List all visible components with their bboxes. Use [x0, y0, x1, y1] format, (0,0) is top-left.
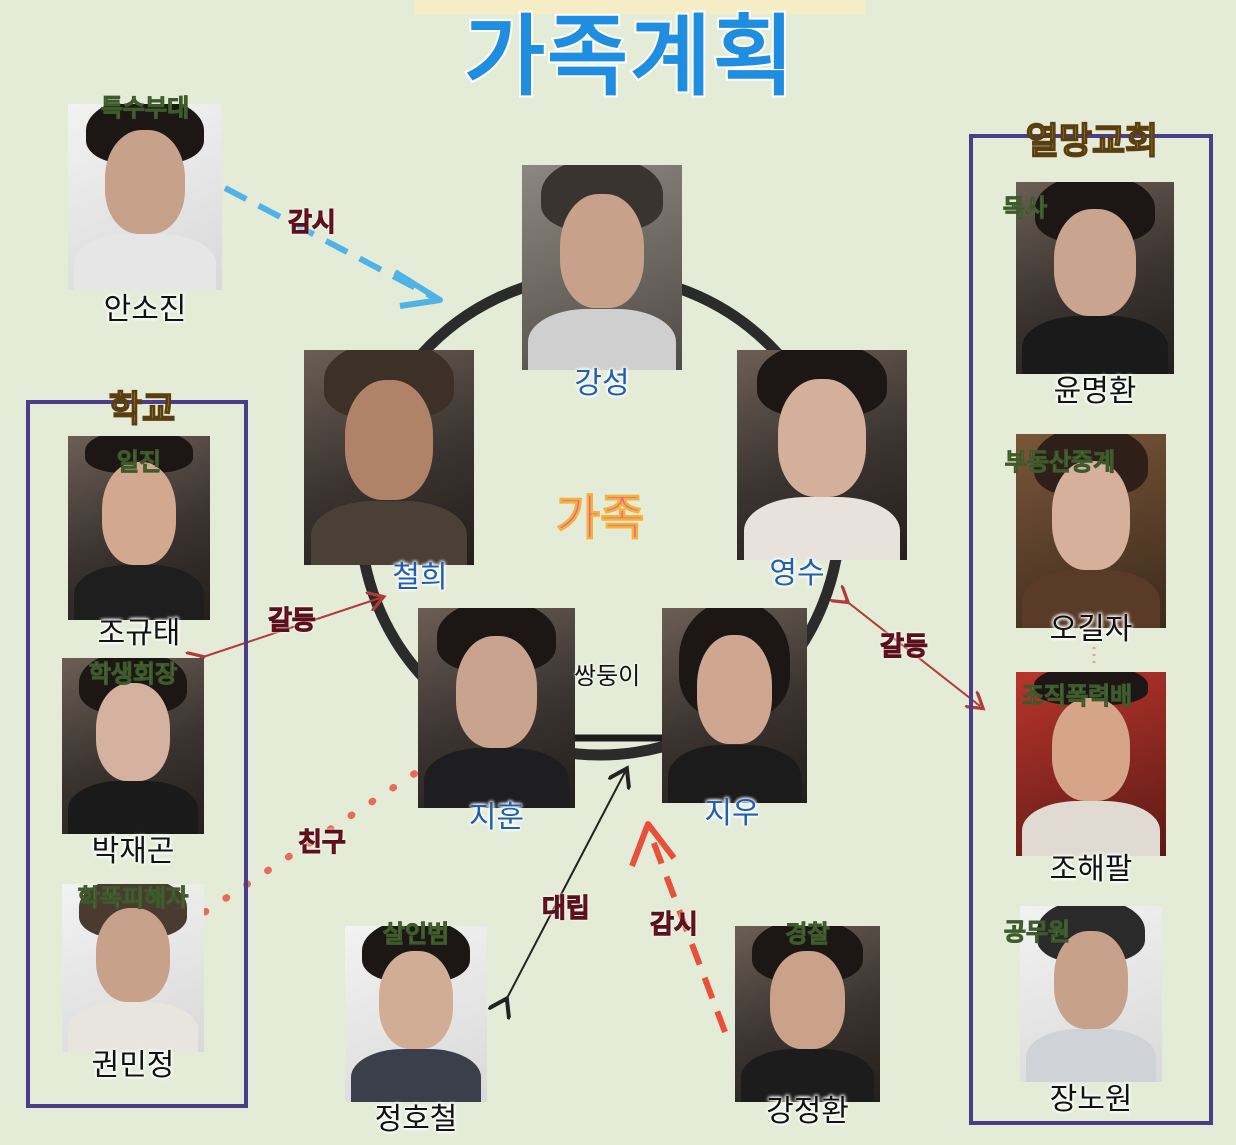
name-label: 장노원 — [1049, 1082, 1133, 1117]
name-label: 오길자 — [1049, 612, 1133, 647]
portrait-jihun — [418, 608, 575, 808]
friend-dotted-line — [201, 766, 424, 916]
portrait-park-jaegon — [62, 658, 204, 834]
role-label: 학폭피해자 — [77, 884, 189, 913]
watch-arrow-blue — [223, 185, 437, 301]
portrait-gang-jeonghwan — [735, 926, 880, 1102]
watch-arrow-red-head — [629, 821, 677, 868]
role-label: 경찰 — [785, 920, 830, 949]
relation-friend-label: 친구 — [298, 828, 347, 859]
portrait-jang-nowon — [1020, 906, 1162, 1082]
name-label: 권민정 — [91, 1048, 175, 1083]
role-label: 조직폭력배 — [1021, 682, 1133, 711]
relation-conflict-label: 갈등 — [268, 606, 317, 637]
portrait-yeongsu — [737, 350, 907, 560]
name-label: 박재곤 — [91, 834, 175, 869]
portrait-kwon-minjeong — [62, 884, 204, 1052]
name-label: 조해팔 — [1049, 852, 1133, 887]
school-box — [26, 400, 248, 1108]
name-label: 영수 — [769, 556, 825, 591]
title-band — [415, 0, 865, 14]
role-label: 특수부대 — [100, 94, 190, 123]
name-label: 강정환 — [766, 1094, 849, 1129]
relation-watch-label: 감시 — [288, 208, 337, 239]
church-conflict-arrow — [845, 600, 980, 706]
role-label: 목사 — [1002, 194, 1048, 223]
portrait-jo-haepal — [1016, 672, 1166, 856]
opposition-arrow — [505, 772, 625, 1002]
school-title: 학교 — [108, 388, 176, 431]
portrait-an-sojin — [68, 104, 222, 290]
church-title: 열망교회 — [1025, 120, 1159, 163]
role-label: 일진 — [116, 448, 162, 477]
name-label: 정호철 — [374, 1102, 458, 1137]
name-label: 철희 — [392, 560, 448, 595]
portrait-jo-gyutae — [68, 436, 210, 620]
center-label: 가족 — [555, 490, 645, 547]
name-label: 지훈 — [468, 800, 525, 835]
name-label: 강성 — [574, 366, 630, 401]
portrait-gangseong — [522, 165, 682, 370]
role-label: 공무원 — [1003, 918, 1071, 947]
role-label: 부동산중계 — [1004, 448, 1116, 477]
relation-conflict-label: 갈등 — [880, 632, 929, 663]
portrait-cheolhui — [304, 350, 474, 565]
name-label: 안소진 — [103, 292, 187, 327]
twins-label: 쌍둥이 — [574, 662, 641, 690]
role-label: 학생회장 — [88, 660, 178, 689]
watch-arrow-blue-head — [393, 269, 443, 309]
relation-watch-label: 감시 — [650, 910, 699, 941]
church-box — [969, 134, 1213, 1125]
name-label: 조규태 — [97, 616, 181, 651]
school-conflict-arrow — [200, 598, 380, 658]
name-label: 윤명환 — [1053, 374, 1137, 409]
diagram-title: 가족계획 — [462, 3, 796, 110]
role-label: 살인범 — [382, 920, 450, 949]
portrait-jiwoo — [662, 608, 807, 803]
relation-opposition-label: 대립 — [542, 894, 591, 925]
portrait-jeong-hocheol — [345, 926, 487, 1102]
name-label: 지우 — [704, 796, 760, 831]
portrait-yun-myeonghwan — [1016, 182, 1174, 374]
portrait-o-gilja — [1016, 434, 1166, 628]
